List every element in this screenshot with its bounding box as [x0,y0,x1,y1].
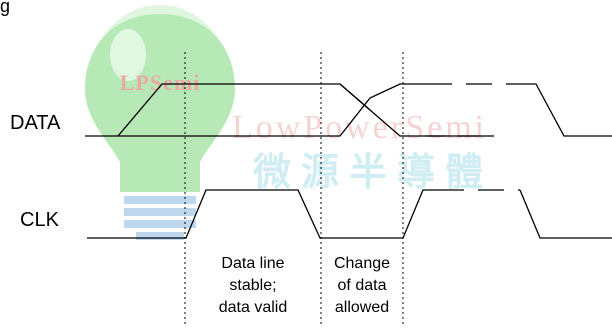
stable-line-1: Data line [221,255,284,272]
watermark-bulb-highlight [110,29,146,81]
diagram-title-fragment: g [0,0,10,16]
data-low-line [85,83,490,137]
timing-guides [184,52,404,325]
watermark-bulb-base [124,196,196,204]
data-waveform [85,83,612,137]
change-line-3: allowed [335,299,389,316]
data-fall-edge [520,83,612,137]
stable-line-3: data valid [219,299,288,316]
change-line-1: Change [334,255,390,272]
data-high-line [118,83,426,137]
change-annotation: Change of data allowed [334,255,390,316]
clk-signal-label: CLK [20,209,60,231]
watermark-cjk-text: 微源半導體 [252,150,493,194]
data-signal-label: DATA [10,112,61,134]
clk-main-line [87,189,438,239]
stable-line-2: stable; [229,277,276,294]
clk-waveform [87,189,612,239]
change-line-2: of data [338,277,387,294]
clk-tail-line [519,189,612,239]
lpsemi-watermark: LPSemi LowPowerSemi 微源半導體 [85,5,493,240]
data-crossing-line [339,83,371,111]
watermark-brand-text: LowPowerSemi [232,109,487,146]
stable-annotation: Data line stable; data valid [219,255,288,316]
watermark-bulb-icon [85,14,235,192]
watermark-logo-text: LPSemi [120,70,201,95]
